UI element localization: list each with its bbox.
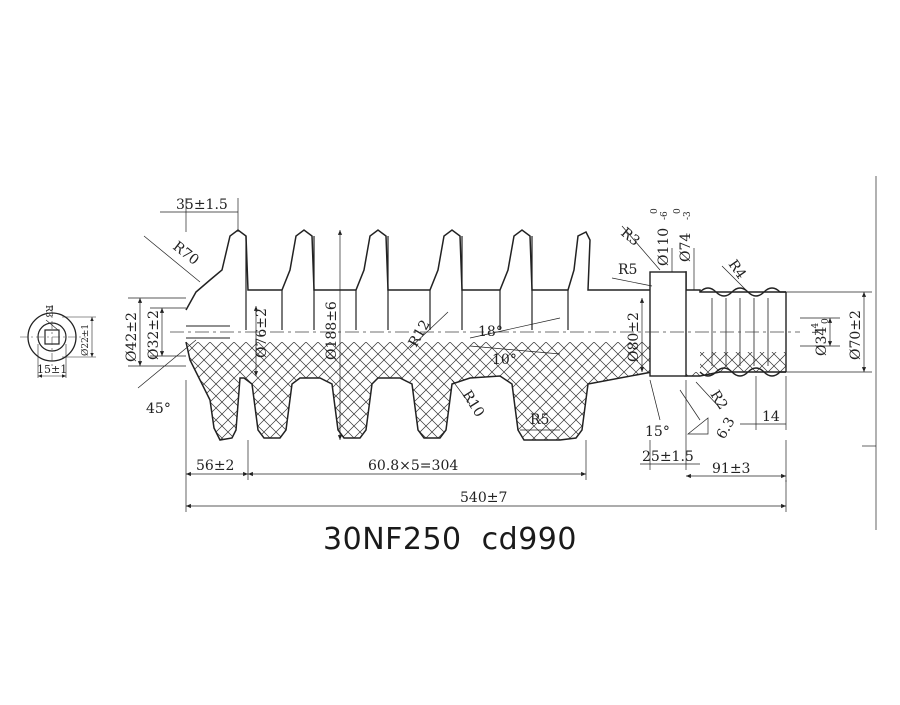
metal-fitting — [649, 271, 787, 377]
dim-roughness-label: 6.3 — [714, 415, 739, 442]
lower-outline — [185, 341, 786, 441]
dim-d74-tol-upper: 0 — [673, 208, 683, 214]
dim-d34-tol-upper: +4 — [811, 322, 821, 336]
dim-r5-bottom-label: R5 — [530, 412, 549, 428]
dimension-lines — [128, 176, 877, 530]
dim-304-label: 60.8×5=304 — [368, 458, 458, 474]
dim-r5-top-label: R5 — [618, 262, 637, 278]
upper-outline — [185, 229, 786, 311]
dim-d76-label: Ø76±2 — [254, 308, 270, 358]
end-view-r3-label: R3 — [43, 305, 53, 318]
dim-angle18-label: 18° — [478, 324, 503, 340]
dim-25-label: 25±1.5 — [642, 449, 694, 465]
shed-inner-lines — [245, 236, 569, 330]
dim-d74-label: Ø74 — [678, 233, 694, 262]
dim-d80-label: Ø80±2 — [626, 312, 642, 362]
dim-angle10-label: 10° — [492, 352, 517, 368]
dim-r70-label: R70 — [170, 239, 202, 269]
dim-r4-label: R4 — [725, 257, 749, 282]
model-caption: 30NF250 cd990 — [323, 522, 577, 557]
dim-angle45-label: 45° — [146, 401, 171, 417]
dim-91-label: 91±3 — [712, 461, 750, 477]
dim-d110-label: Ø110 — [656, 228, 672, 266]
dim-d32-label: Ø32±2 — [146, 310, 162, 360]
dim-56-label: 56±2 — [196, 458, 234, 474]
dim-d42-label: Ø42±2 — [124, 312, 140, 362]
dim-r10-label: R10 — [459, 388, 488, 421]
dim-d74-tol-lower: -3 — [683, 211, 693, 220]
dim-540-label: 540±7 — [460, 490, 507, 506]
insulator-section — [170, 229, 800, 441]
end-view-d15-label: 15±1 — [37, 363, 67, 376]
end-view: Ø22±1 R3 15±1 — [20, 305, 96, 378]
dim-14-label: 14 — [762, 409, 780, 425]
dim-d34-tol-lower: 0 — [821, 318, 831, 324]
dim-35-label: 35±1.5 — [176, 197, 228, 213]
end-view-d22-label: Ø22±1 — [80, 324, 91, 356]
dim-d34-label: Ø34 — [814, 327, 830, 356]
dim-r2-label: R2 — [707, 388, 731, 413]
hatched-section — [186, 342, 786, 440]
dim-d70-label: Ø70±2 — [848, 310, 864, 360]
dim-d110-tol-upper: 0 — [650, 208, 660, 214]
dim-angle15-label: 15° — [645, 424, 670, 440]
dim-d110-tol-lower: -6 — [660, 211, 670, 220]
dim-d188-label: Ø188±6 — [324, 301, 340, 360]
